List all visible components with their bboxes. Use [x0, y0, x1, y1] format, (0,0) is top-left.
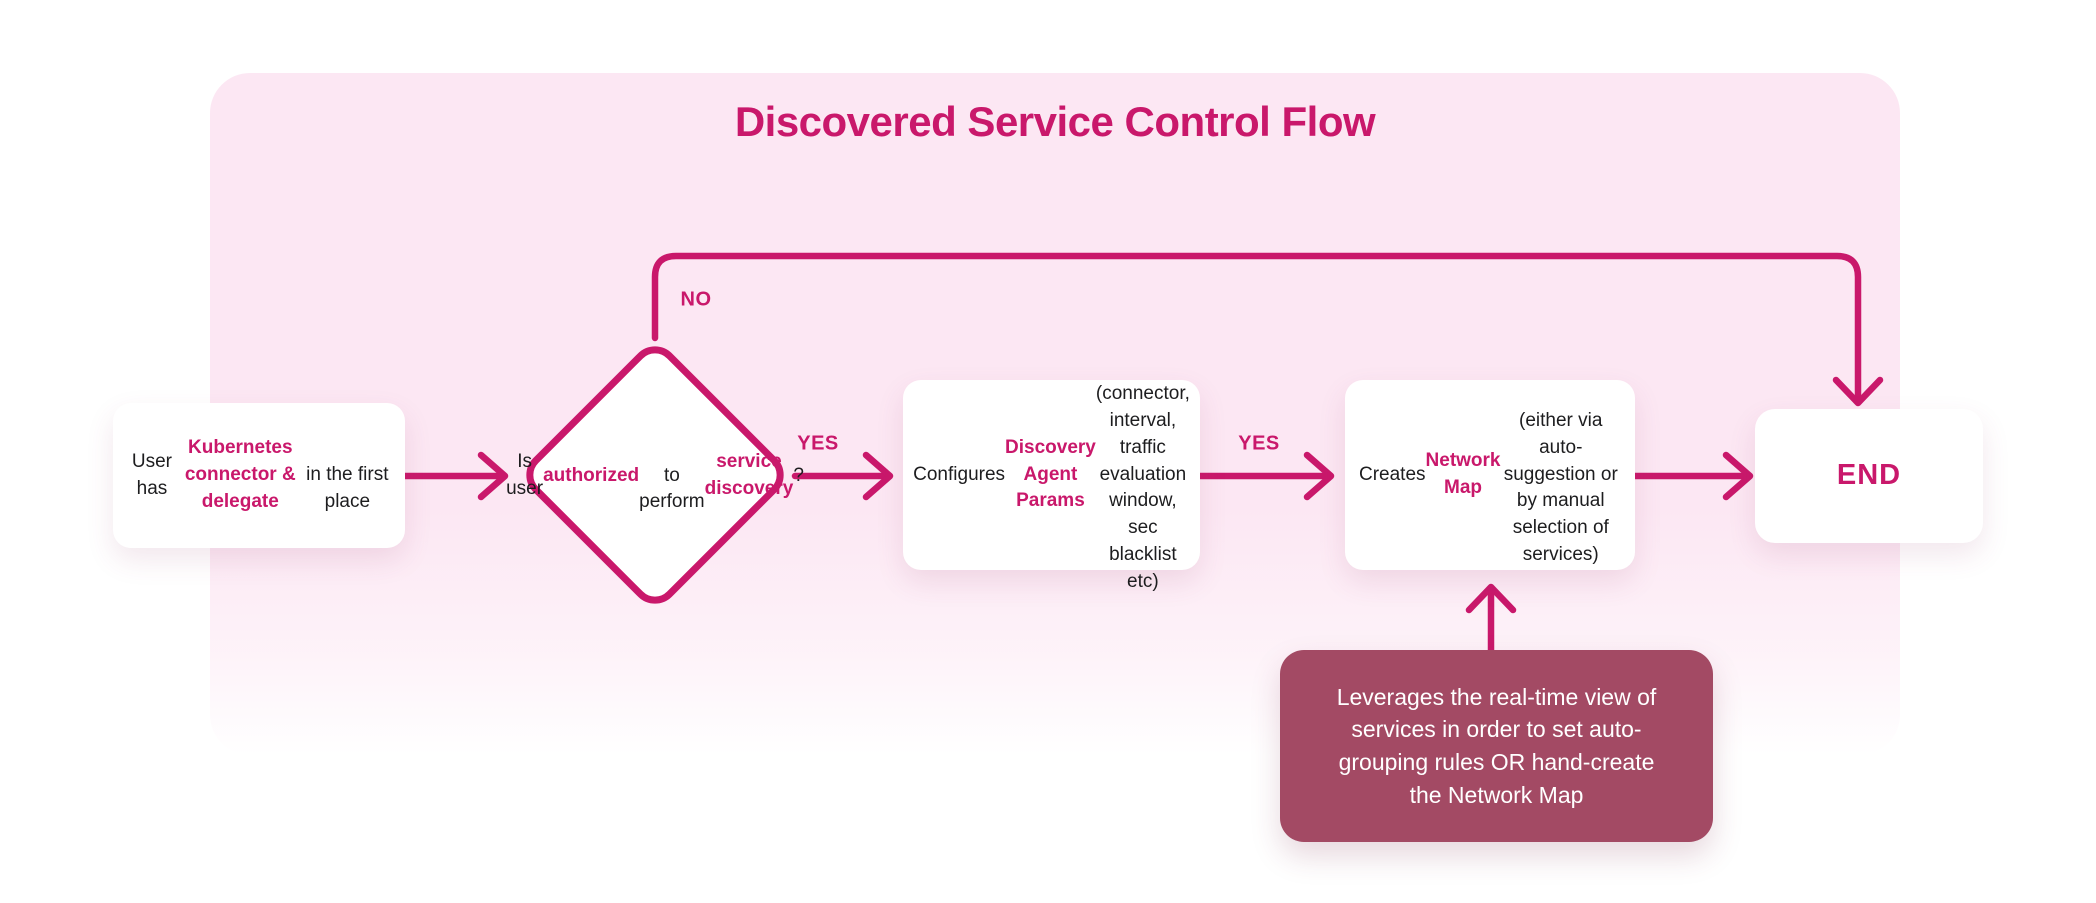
edge-label-yes-1: YES [797, 432, 839, 455]
end-label: END [1836, 459, 1902, 492]
edge-note-to-create [1465, 583, 1517, 656]
edge-configure-to-create-yes [1196, 451, 1335, 501]
edge-decision-to-end-no [651, 252, 1884, 407]
node-end: END [1755, 409, 1983, 543]
node-note-leverages-realtime-view: Leverages the real-time view of services… [1280, 650, 1713, 842]
edge-label-yes-2: YES [1238, 432, 1280, 455]
node-decision-authorized: Is user authorized to perform service di… [506, 451, 804, 513]
node-create-network-map: Creates Network Map (either via auto- su… [1345, 380, 1635, 570]
page-title: Discovered Service Control Flow [734, 98, 1376, 145]
node-start-kubernetes-connector: User has Kubernetes connector & delegate… [113, 403, 405, 548]
node-configure-discovery-agent-params: Configures Discovery Agent Params (conne… [903, 380, 1200, 592]
edge-create-to-end [1631, 451, 1754, 501]
edge-label-no: NO [680, 288, 712, 311]
edge-start-to-decision [401, 451, 509, 501]
edge-decision-to-configure-yes [791, 451, 894, 501]
